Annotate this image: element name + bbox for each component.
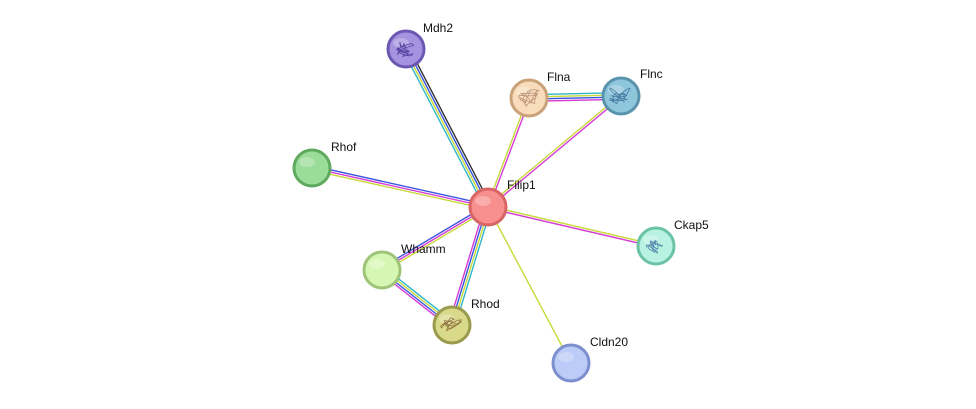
- edge-strand: [488, 96, 623, 209]
- node-label-rhod: Rhod: [471, 297, 500, 311]
- node-highlight: [608, 85, 624, 95]
- edge-filip1-flnc[interactable]: [486, 94, 623, 209]
- node-highlight: [516, 87, 532, 97]
- node-circle: [636, 226, 676, 266]
- node-label-flna: Flna: [547, 70, 571, 84]
- node-label-whamm: Whamm: [401, 242, 446, 256]
- edge-filip1-mdh2[interactable]: [402, 46, 492, 210]
- node-circle: [509, 78, 549, 118]
- edge-strand: [408, 46, 492, 207]
- edge-strand: [487, 205, 657, 246]
- edge-strand: [450, 205, 488, 326]
- protein-structure-icon: [645, 240, 663, 254]
- node-ckap5[interactable]: Ckap5: [636, 218, 709, 266]
- edge-filip1-rhod[interactable]: [448, 205, 492, 327]
- edge-strand: [382, 208, 490, 273]
- node-circle: [551, 343, 591, 383]
- protein-structure-icon: [609, 87, 631, 105]
- node-circle: [292, 148, 332, 188]
- node-label-flnc: Flnc: [640, 67, 663, 81]
- edge-strand: [487, 206, 572, 364]
- edge-strand: [404, 48, 488, 209]
- edge-strand: [402, 49, 486, 210]
- node-circle: [468, 187, 508, 227]
- protein-structure-icon: [396, 42, 414, 57]
- node-highlight: [299, 157, 315, 167]
- node-highlight: [369, 259, 385, 269]
- edge-strand: [311, 167, 489, 208]
- node-mdh2[interactable]: Mdh2: [386, 21, 453, 69]
- node-flnc[interactable]: Flnc: [601, 67, 663, 116]
- node-filip1[interactable]: Filip1: [468, 178, 536, 227]
- edge-strand: [310, 169, 489, 210]
- node-rhod[interactable]: Rhod: [432, 297, 500, 345]
- edge-strand: [380, 204, 488, 269]
- edge-strand: [381, 206, 489, 271]
- node-label-cldn20: Cldn20: [590, 335, 628, 349]
- protein-structure-icon: [440, 317, 463, 332]
- node-cldn20[interactable]: Cldn20: [551, 335, 628, 383]
- node-label-mdh2: Mdh2: [423, 21, 453, 35]
- node-flna[interactable]: Flna: [509, 70, 571, 118]
- edge-filip1-ckap5[interactable]: [487, 205, 657, 248]
- edge-strand: [487, 207, 657, 248]
- node-highlight: [393, 38, 409, 48]
- node-label-filip1: Filip1: [507, 178, 536, 192]
- node-circle: [362, 250, 402, 290]
- node-circle: [432, 305, 472, 345]
- edge-filip1-cldn20[interactable]: [487, 206, 572, 364]
- node-highlight: [475, 196, 491, 206]
- edge-strand: [454, 207, 492, 327]
- node-circle: [601, 76, 641, 116]
- protein-structure-icon: [518, 89, 540, 107]
- node-whamm[interactable]: Whamm: [362, 242, 446, 290]
- edge-strand: [406, 47, 490, 208]
- edge-filip1-rhof[interactable]: [310, 165, 490, 210]
- node-highlight: [558, 352, 574, 362]
- edge-strand: [311, 165, 490, 206]
- node-label-rhof: Rhof: [331, 140, 357, 154]
- edge-strand: [448, 205, 486, 325]
- edge-strand: [486, 94, 621, 207]
- edge-filip1-whamm[interactable]: [380, 204, 490, 273]
- node-rhof[interactable]: Rhof: [292, 140, 357, 188]
- node-label-ckap5: Ckap5: [674, 218, 709, 232]
- edge-strand: [452, 206, 490, 327]
